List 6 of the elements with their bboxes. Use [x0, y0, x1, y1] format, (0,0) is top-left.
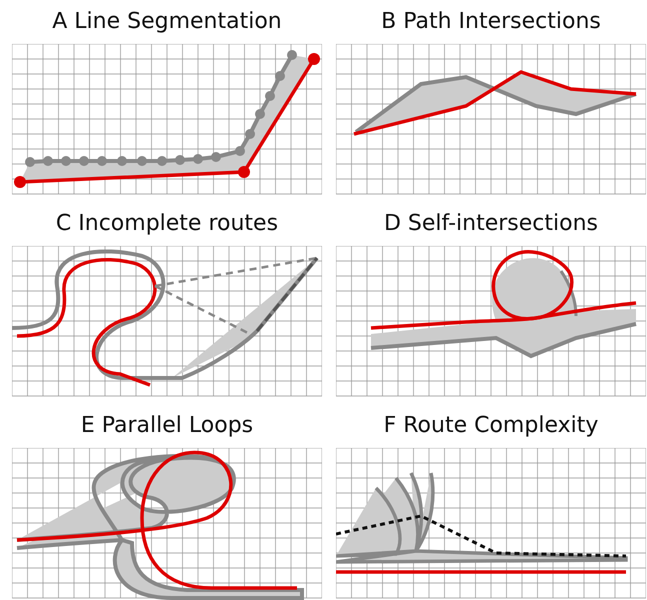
- panel-title: F Route Complexity: [382, 412, 600, 440]
- panel-title: B Path Intersections: [380, 8, 602, 36]
- panel-title: A Line Segmentation: [51, 8, 283, 36]
- panel-title: C Incomplete routes: [54, 210, 280, 238]
- panel-title: D Self-intersections: [383, 210, 599, 238]
- panel-title: E Parallel Loops: [80, 412, 254, 440]
